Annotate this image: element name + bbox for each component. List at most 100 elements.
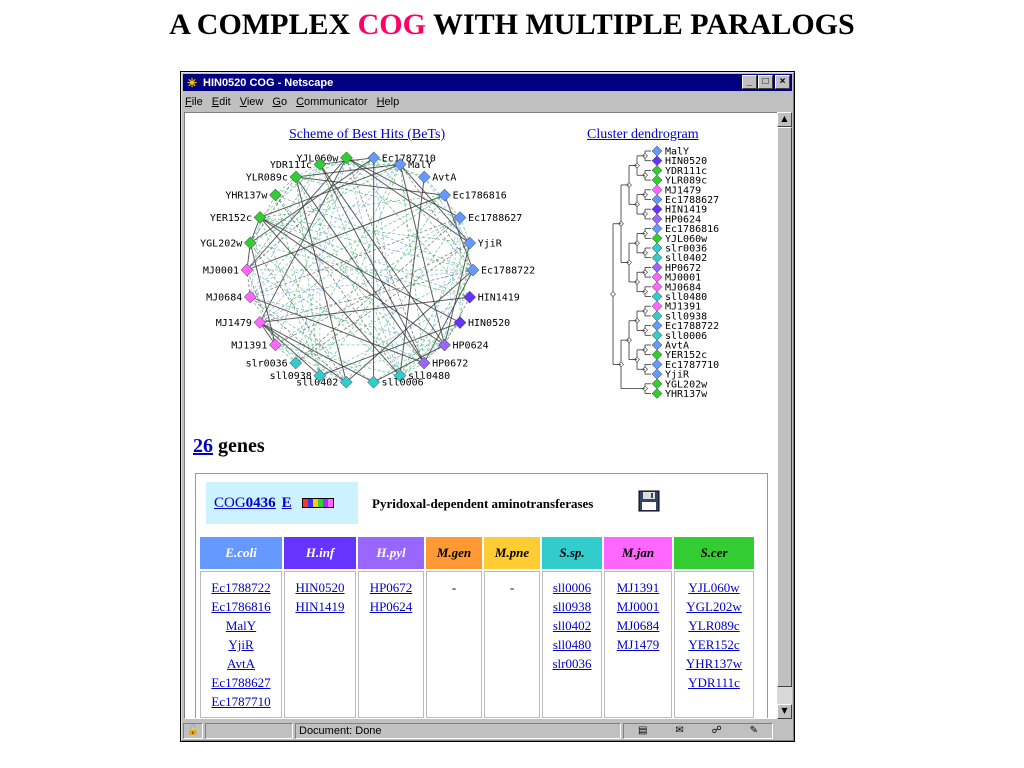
gene-link-sll0402[interactable]: sll0402 [552, 618, 592, 633]
gene-link-slr0036[interactable]: slr0036 [552, 656, 592, 671]
bets-node-ygl202w[interactable]: YGL202w [200, 236, 257, 250]
menu-help[interactable]: Help [376, 95, 400, 108]
gene-link-ydr111c[interactable]: YDR111c [688, 675, 740, 690]
bets-node-marker[interactable] [466, 263, 480, 277]
dendrogram-leaf-marker[interactable] [651, 320, 663, 331]
bets-node-marker[interactable] [417, 170, 431, 184]
gene-link-avta[interactable]: AvtA [227, 656, 255, 671]
bets-node-hp0624[interactable]: HP0624 [438, 338, 489, 352]
bets-node-avta[interactable]: AvtA [417, 170, 456, 184]
menu-go[interactable]: Go [272, 95, 288, 108]
bets-node-yhr137w[interactable]: YHR137w [225, 188, 282, 202]
bets-node-ec1788627[interactable]: Ec1788627 [453, 211, 522, 225]
dendrogram-leaf-marker[interactable] [651, 359, 663, 370]
dendrogram-leaf-marker[interactable] [651, 155, 663, 167]
bets-node-marker[interactable] [253, 211, 267, 224]
bets-node-marker[interactable] [339, 375, 353, 389]
gene-link-mj0684[interactable]: MJ0684 [616, 618, 660, 633]
floppy-disk-icon[interactable] [638, 490, 660, 512]
bets-node-marker[interactable] [367, 151, 381, 165]
gene-link-yhr137w[interactable]: YHR137w [685, 656, 743, 671]
gene-link-sll0006[interactable]: sll0006 [552, 580, 592, 595]
bets-node-hin1419[interactable]: HIN1419 [463, 290, 520, 304]
gene-link-mj1391[interactable]: MJ1391 [616, 580, 660, 595]
dendrogram-leaf-marker[interactable] [651, 203, 663, 215]
dendrogram-leaf-marker[interactable] [651, 281, 663, 293]
bets-node-marker[interactable] [393, 158, 407, 171]
bets-node-mj0001[interactable]: MJ0001 [203, 263, 254, 277]
dendrogram-leaf-marker[interactable] [651, 329, 663, 341]
bets-node-slr0036[interactable]: slr0036 [246, 356, 303, 370]
vertical-scrollbar[interactable]: ▲ ▼ [777, 112, 792, 719]
gene-link-hin0520[interactable]: HIN0520 [295, 580, 345, 595]
bets-node-ec1787710[interactable]: Ec1787710 [367, 151, 436, 165]
bets-node-marker[interactable] [367, 375, 380, 389]
dendrogram-leaf-marker[interactable] [651, 145, 663, 157]
maximize-button[interactable]: □ [758, 75, 773, 89]
minimize-button[interactable]: _ [742, 75, 757, 89]
dendrogram-leaf-marker[interactable] [651, 232, 663, 244]
scroll-up-arrow-icon[interactable]: ▲ [777, 112, 792, 127]
bets-node-sll0402[interactable]: sll0402 [296, 375, 353, 389]
dendrogram-leaf-marker[interactable] [651, 252, 663, 264]
dendrogram-leaf-marker[interactable] [651, 165, 663, 176]
bets-node-marker[interactable] [243, 290, 257, 304]
bets-node-hin0520[interactable]: HIN0520 [453, 316, 510, 330]
menu-communicator[interactable]: Communicator [296, 95, 368, 108]
bets-node-marker[interactable] [453, 316, 467, 329]
bets-node-sll0006[interactable]: sll0006 [367, 375, 424, 389]
bets-node-sll0480[interactable]: sll0480 [393, 369, 450, 383]
bets-node-marker[interactable] [438, 338, 451, 352]
bets-node-marker[interactable] [269, 338, 282, 352]
dendrogram-leaf-marker[interactable] [651, 242, 663, 254]
bets-scheme-link[interactable]: Scheme of Best Hits (BeTs) [289, 127, 446, 142]
gene-link-hp0624[interactable]: HP0624 [369, 599, 413, 614]
gene-link-mj1479[interactable]: MJ1479 [616, 637, 660, 652]
dendrogram-leaf-marker[interactable] [651, 262, 663, 273]
gene-link-yer152c[interactable]: YER152c [688, 637, 740, 652]
bets-node-sll0938[interactable]: sll0938 [270, 369, 327, 383]
scroll-down-arrow-icon[interactable]: ▼ [777, 704, 792, 719]
discussion-icon[interactable]: ☍ [711, 725, 722, 736]
gene-link-ygl202w[interactable]: YGL202w [686, 599, 742, 614]
bets-node-ydr111c[interactable]: YDR111c [270, 157, 327, 171]
gene-link-sll0938[interactable]: sll0938 [552, 599, 592, 614]
menu-view[interactable]: View [239, 95, 264, 108]
bets-node-ec1786816[interactable]: Ec1786816 [438, 188, 507, 202]
bets-node-marker[interactable] [313, 157, 327, 171]
gene-link-yjl060w[interactable]: YJL060w [688, 580, 740, 595]
gene-link-ec1788627[interactable]: Ec1788627 [211, 675, 271, 690]
dendrogram-leaf-marker[interactable] [651, 223, 663, 234]
security-lock-icon[interactable]: 🔓 [183, 723, 203, 739]
close-button[interactable]: × [775, 75, 790, 89]
bets-node-mj0684[interactable]: MJ0684 [206, 290, 257, 304]
bets-node-marker[interactable] [289, 356, 303, 370]
gene-link-ylr089c[interactable]: YLR089c [688, 618, 740, 633]
dendrogram-leaf-marker[interactable] [651, 300, 663, 312]
dendrogram-leaf-marker[interactable] [651, 378, 663, 390]
gene-link-mj0001[interactable]: MJ0001 [616, 599, 660, 614]
menu-edit[interactable]: Edit [211, 95, 231, 108]
bets-node-mj1479[interactable]: MJ1479 [216, 316, 267, 329]
dendrogram-leaf-yhr137w[interactable]: YHR137w [651, 388, 708, 401]
dendrogram-leaf-marker[interactable] [651, 271, 663, 283]
dendrogram-leaf-marker[interactable] [651, 310, 663, 322]
composer-icon[interactable]: ✎ [749, 725, 759, 736]
bets-node-maly[interactable]: MalY [393, 158, 432, 171]
scroll-thumb[interactable] [777, 127, 792, 687]
dendrogram-leaf-marker[interactable] [651, 184, 663, 196]
bets-node-marker[interactable] [453, 211, 467, 224]
dendrogram-leaf-marker[interactable] [651, 339, 663, 351]
bets-node-marker[interactable] [417, 356, 431, 370]
bets-node-ec1788722[interactable]: Ec1788722 [466, 263, 535, 277]
dendrogram-leaf-marker[interactable] [651, 213, 663, 225]
cog-link[interactable]: COG0436 [214, 495, 276, 512]
bets-node-marker[interactable] [463, 290, 477, 304]
gene-link-sll0480[interactable]: sll0480 [552, 637, 592, 652]
menu-file[interactable]: File [185, 95, 203, 108]
bets-node-marker[interactable] [289, 170, 303, 184]
cluster-dendrogram-link[interactable]: Cluster dendrogram [587, 127, 699, 142]
gene-link-hp0672[interactable]: HP0672 [369, 580, 413, 595]
bets-node-hp0672[interactable]: HP0672 [417, 356, 468, 370]
gene-link-ec1787710[interactable]: Ec1787710 [211, 694, 271, 709]
